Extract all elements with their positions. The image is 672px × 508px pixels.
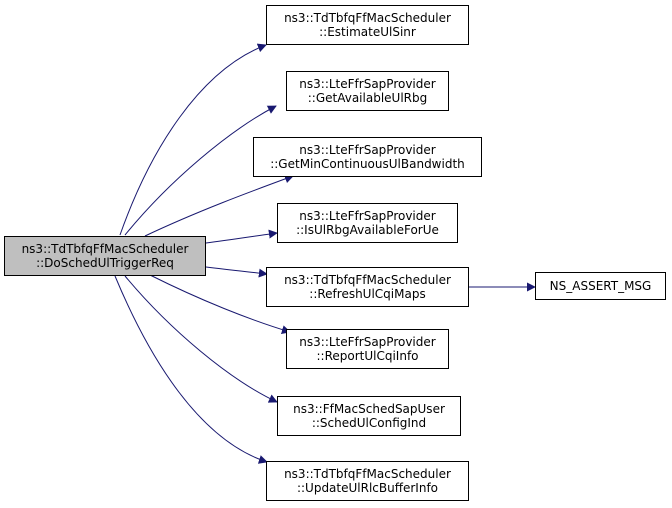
node-line1: ns3::LteFfrSapProvider <box>299 143 436 157</box>
node-line2: ::EstimateUlSinr <box>319 25 416 39</box>
edge-to-estimate-ul-sinr <box>119 43 267 236</box>
edge-to-get-min-continuous-ul-bandwidth <box>144 174 294 237</box>
node-line1: ns3::LteFfrSapProvider <box>299 335 436 349</box>
node-line2: ::GetMinContinuousUlBandwidth <box>270 157 465 171</box>
node-estimate-ul-sinr[interactable]: ns3::TdTbfqFfMacScheduler ::EstimateUlSi… <box>266 5 469 45</box>
node-sched-ul-config-ind[interactable]: ns3::FfMacSchedSapUser ::SchedUlConfigIn… <box>277 396 461 436</box>
node-line2: ::RefreshUlCqiMaps <box>309 287 426 301</box>
node-ns-assert-msg[interactable]: NS_ASSERT_MSG <box>535 272 666 300</box>
edge-to-refresh-ul-cqi-maps <box>205 266 268 278</box>
node-line2: ::GetAvailableUlRbg <box>307 91 428 105</box>
node-line2: ::ReportUlCqiInfo <box>316 349 419 363</box>
node-get-min-continuous-ul-bandwidth[interactable]: ns3::LteFfrSapProvider ::GetMinContinuou… <box>253 137 482 177</box>
node-line2: ::IsUlRbgAvailableForUe <box>296 223 439 237</box>
edge-to-update-ul-rlc-buffer-info <box>114 275 268 464</box>
edge-to-is-ul-rbg-available-for-ue <box>205 229 278 244</box>
node-line1: ns3::TdTbfqFfMacScheduler <box>284 11 451 25</box>
root-node-line1: ns3::TdTbfqFfMacScheduler <box>21 242 189 256</box>
edge-to-get-available-ul-rbg <box>124 105 277 236</box>
node-report-ul-cqi-info[interactable]: ns3::LteFfrSapProvider ::ReportUlCqiInfo <box>286 329 449 369</box>
node-line2: ::UpdateUlRlcBufferInfo <box>296 481 439 495</box>
root-node-line2: ::DoSchedUlTriggerReq <box>36 256 174 270</box>
node-line1: ns3::LteFfrSapProvider <box>299 209 436 223</box>
node-is-ul-rbg-available-for-ue[interactable]: ns3::LteFfrSapProvider ::IsUlRbgAvailabl… <box>277 203 458 243</box>
node-label: NS_ASSERT_MSG <box>549 279 652 293</box>
node-line1: ns3::TdTbfqFfMacScheduler <box>284 467 451 481</box>
node-line2: ::SchedUlConfigInd <box>311 416 427 430</box>
node-get-available-ul-rbg[interactable]: ns3::LteFfrSapProvider ::GetAvailableUlR… <box>286 71 449 111</box>
node-refresh-ul-cqi-maps[interactable]: ns3::TdTbfqFfMacScheduler ::RefreshUlCqi… <box>266 267 469 307</box>
node-line1: ns3::FfMacSchedSapUser <box>293 402 445 416</box>
node-update-ul-rlc-buffer-info[interactable]: ns3::TdTbfqFfMacScheduler ::UpdateUlRlcB… <box>266 461 469 501</box>
edge-to-sched-ul-config-ind <box>124 275 278 403</box>
root-node-do-sched-ul-trigger-req: ns3::TdTbfqFfMacScheduler ::DoSchedUlTri… <box>4 236 206 276</box>
node-line1: ns3::TdTbfqFfMacScheduler <box>284 273 451 287</box>
node-line1: ns3::LteFfrSapProvider <box>299 77 436 91</box>
edge-to-report-ul-cqi-info <box>149 274 291 334</box>
